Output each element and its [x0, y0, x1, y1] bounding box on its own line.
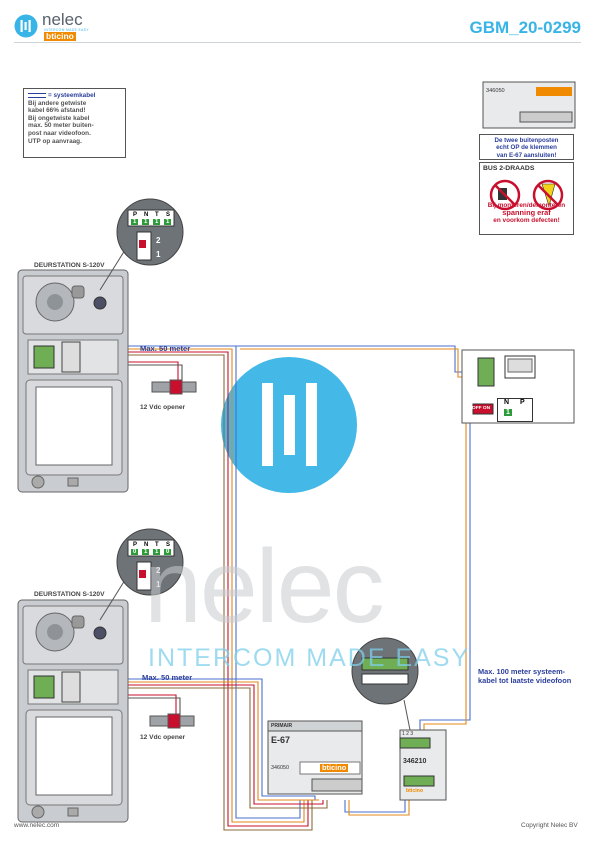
terminal-label: 2	[406, 731, 409, 737]
note-line: max. 50 meter buiten-	[28, 122, 94, 130]
footer-copyright: Copyright Nelec BV	[521, 822, 578, 829]
watermark-text: nelec	[144, 529, 385, 645]
dip-value: 1	[153, 549, 161, 555]
bus-interface-module	[399, 729, 447, 801]
dip-header: S	[166, 542, 171, 548]
dip-header: P	[520, 399, 525, 406]
brand-partner: bticino	[44, 31, 76, 41]
cable-length-2: Max. 50 meter	[142, 673, 193, 682]
note-line: post naar videofoon.	[28, 129, 91, 137]
dip-header: T	[155, 212, 159, 218]
dip-value: 1	[131, 219, 139, 225]
terminal-label: 1	[402, 731, 405, 737]
monitor-off-on: OFF ON	[472, 406, 491, 411]
dip-value: 1	[153, 219, 161, 225]
dip-header: N	[144, 212, 149, 218]
dip-header: N	[144, 542, 149, 548]
bus-warning-line: Bij monteren/demonteren	[487, 202, 566, 210]
note-line: UTP op aanvraag.	[28, 137, 82, 145]
selector-2-upper: 2	[156, 566, 161, 575]
dip-switch-1: P N T S 1 1 1 1	[129, 212, 175, 226]
bus-cable-line: kabel tot laatste videofoon	[478, 676, 572, 685]
note-line: kabel 66% afstand!	[28, 107, 86, 115]
opener-2-label: 12 Vdc opener	[140, 734, 186, 741]
dip-value: 0	[131, 549, 139, 555]
note-line: Bij ongetwiste kabel	[28, 114, 90, 122]
bus-warning: BUS 2-DRAADS Bij monteren/demonteren spa…	[479, 162, 574, 235]
zoom-bubble-1	[99, 198, 184, 291]
system-cable-heading: = systeemkabel	[48, 92, 96, 99]
e67-part-number: 346050	[271, 765, 289, 771]
monitor-dip-switch: N P 1	[497, 398, 533, 422]
brand-logo: nelec INTERCOM MADE EASY bticino	[14, 10, 124, 42]
footer-website: www.nelec.com	[14, 822, 60, 829]
door-station-1-label: DEURSTATION S-120V	[34, 262, 105, 269]
warning-line: De twee buitenposten	[494, 137, 559, 144]
dip-value: 0	[164, 549, 172, 555]
e67-module	[267, 720, 363, 795]
dip-value: 1	[142, 219, 150, 225]
outdoor-station-warning: De twee buitenposten echt OP de klemmen …	[479, 134, 574, 160]
dip-header: T	[155, 542, 159, 548]
brand-tagline: INTERCOM MADE EASY	[44, 28, 89, 32]
zoom-bubble-2	[99, 528, 184, 621]
no-voltage-icon	[532, 179, 564, 211]
header-divider	[14, 42, 581, 43]
selector-2-lower: 1	[156, 580, 161, 589]
opener-1-label: 12 Vdc opener	[140, 404, 186, 411]
door-station-2-label: DEURSTATION S-120V	[34, 591, 105, 598]
dip-header: S	[166, 212, 171, 218]
e67-brand: bticino	[320, 763, 349, 772]
bus-cable-line: Max. 100 meter systeem-	[478, 667, 566, 676]
dip-value: 1	[504, 409, 512, 416]
warning-line: van E-67 aansluiten!	[496, 151, 557, 159]
e67-primary-label: PRIMAIR	[271, 723, 293, 729]
dip-header: P	[133, 542, 138, 548]
watermark-subtext: INTERCOM MADE EASY	[148, 644, 471, 672]
detail-module	[482, 81, 576, 129]
dip-switch-2: P N T S 0 1 1 0	[129, 542, 175, 556]
double-line-icon	[28, 92, 46, 98]
cable-length-1: Max. 50 meter	[140, 344, 191, 353]
bus-cable-label: Max. 100 meter systeem- kabel tot laatst…	[478, 667, 571, 685]
door-station-2-panel	[17, 599, 129, 823]
door-station-1-panel	[17, 269, 129, 493]
dip-value: 1	[142, 549, 150, 555]
detail-part-number: 346050	[486, 88, 505, 94]
opener-1	[151, 379, 197, 395]
document-code: GBM_20-0299	[469, 18, 581, 37]
note-line: Bij andere getwiste	[28, 99, 87, 107]
zoom-bubble-3	[351, 637, 419, 731]
selector-1-lower: 1	[156, 250, 161, 259]
terminal-label: 3	[410, 731, 414, 737]
bus-warning-heading: BUS 2-DRAADS	[483, 165, 535, 172]
bus-interface-brand: bticino	[406, 788, 424, 794]
dip-header: N	[504, 399, 510, 406]
warning-line: echt OP de klemmen	[496, 144, 557, 152]
opener-2	[149, 713, 195, 729]
bus-warning-line: spanning eraf	[502, 208, 551, 218]
dip-header: P	[133, 212, 138, 218]
bus-interface-terminals: 1 2 3	[402, 731, 413, 737]
selector-1-upper: 2	[156, 236, 161, 245]
bus-warning-line: en voorkom defecten!	[493, 216, 560, 224]
dip-value: 1	[164, 219, 172, 225]
system-cable-note: = systeemkabel Bij andere getwiste kabel…	[23, 88, 126, 158]
watermark-logo	[221, 357, 357, 493]
no-plug-icon	[489, 179, 521, 211]
bus-interface-part-number: 346210	[403, 758, 427, 765]
e67-model: E-67	[271, 735, 291, 745]
brand-name: nelec	[42, 10, 83, 29]
